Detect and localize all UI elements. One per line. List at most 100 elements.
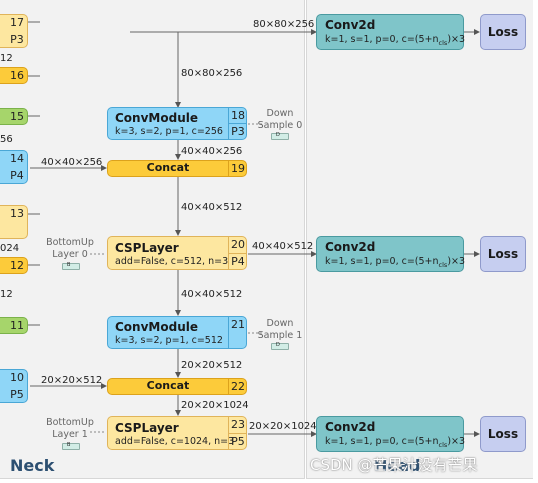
left-num-p5: P5 [10, 388, 24, 401]
head-conv2d-2-params: k=1, s=1, p=0, c=(5+ncls)×3 [325, 256, 466, 269]
left-block-14 [0, 150, 28, 184]
left-frag-12b: 12 [0, 289, 13, 300]
bottomup-layer-1-line2: Layer 1 [52, 429, 88, 440]
left-block-15 [0, 108, 28, 125]
head-conv2d-2-title: Conv2d [325, 240, 376, 254]
edge-top-head: 80×80×256 [253, 19, 315, 30]
left-frag-024: 024 [0, 243, 20, 254]
conv18-title: ConvModule [115, 111, 198, 125]
down-sample-0-badge [271, 133, 289, 140]
concat22-index: 22 [231, 380, 245, 393]
conv18-index: 18 [231, 109, 245, 122]
csp-layer-20 [107, 236, 247, 270]
csp-layer-23 [107, 416, 247, 450]
edge-top-down: 80×80×256 [181, 68, 243, 79]
conv18-params: k=3, s=2, p=1, c=256 [115, 126, 223, 137]
conv21-title: ConvModule [115, 320, 198, 334]
loss-3-label: Loss [487, 427, 519, 441]
edge-csp20-down: 40×40×512 [181, 289, 243, 300]
bottomup-layer-1-badge [62, 443, 80, 450]
left-num-15: 15 [10, 110, 24, 123]
left-block-11 [0, 317, 28, 334]
csp23-level: P5 [231, 435, 245, 448]
conv21-params: k=3, s=2, p=1, c=512 [115, 335, 223, 346]
concat-19 [107, 160, 247, 177]
csp23-params: add=False, c=1024, n=3 [115, 436, 235, 447]
csp23-mid [228, 433, 247, 434]
left-num-p3: P3 [10, 33, 24, 46]
left-num-p4: P4 [10, 169, 24, 182]
head-conv2d-1-params: k=1, s=1, p=0, c=(5+ncls)×3 [325, 34, 466, 47]
left-num-12: 12 [10, 259, 24, 272]
left-num-17: 17 [10, 16, 24, 29]
csp23-index: 23 [231, 418, 245, 431]
bottomup-layer-0-line1: BottomUp [46, 237, 94, 248]
neck-label: Neck [10, 456, 55, 475]
edge-in-concat19: 40×40×256 [41, 157, 103, 168]
conv21-index: 21 [231, 318, 245, 331]
down-sample-0-line2: Sample 0 [257, 120, 303, 131]
concat22-title: Concat [146, 379, 190, 392]
head-conv2d-1-title: Conv2d [325, 18, 376, 32]
left-block-16 [0, 67, 28, 84]
left-frag-56: 56 [0, 134, 13, 145]
edge-after-conv18: 40×40×256 [181, 146, 243, 157]
left-num-16: 16 [10, 69, 24, 82]
loss-3 [480, 416, 526, 452]
csp20-index: 20 [231, 238, 245, 251]
edge-csp23-head: 20×20×1024 [249, 421, 317, 432]
down-sample-1-line2: Sample 1 [257, 330, 303, 341]
head-conv2d-1 [316, 14, 464, 50]
conv-module-18 [107, 107, 247, 140]
csp20-level: P4 [231, 255, 245, 268]
edge-after-conv21: 20×20×512 [181, 360, 243, 371]
left-num-13: 13 [10, 207, 24, 220]
edge-csp20-head: 40×40×512 [252, 241, 314, 252]
down-sample-0-badge-text: D [276, 132, 280, 138]
csp20-params: add=False, c=512, n=3 [115, 256, 229, 267]
loss-1-label: Loss [487, 25, 519, 39]
head-conv2d-3-title: Conv2d [325, 420, 376, 434]
bottomup-layer-1-line1: BottomUp [46, 417, 94, 428]
edge-after-concat19: 40×40×512 [181, 202, 243, 213]
left-num-14: 14 [10, 152, 24, 165]
left-block-13 [0, 205, 28, 239]
csp20-mid [228, 253, 247, 254]
left-num-11: 11 [10, 319, 24, 332]
left-num-10: 10 [10, 371, 24, 384]
down-sample-0-line1: Down [266, 108, 294, 119]
csp20-title: CSPLayer [115, 241, 179, 255]
bottomup-layer-0-badge-text: B [67, 262, 71, 268]
bottomup-layer-0-line2: Layer 0 [52, 249, 88, 260]
head-conv2d-3-params: k=1, s=1, p=0, c=(5+ncls)×3 [325, 436, 466, 449]
concat19-divider [228, 160, 229, 177]
loss-2 [480, 236, 526, 272]
conv-module-21 [107, 316, 247, 349]
head-conv2d-3 [316, 416, 464, 452]
bottomup-layer-1-badge-text: B [67, 442, 71, 448]
loss-2-label: Loss [487, 247, 519, 261]
head-label: Head [374, 456, 421, 475]
edge-in-concat22: 20×20×512 [41, 375, 103, 386]
conv18-mid [228, 123, 247, 124]
edge-after-concat22: 20×20×1024 [181, 400, 249, 411]
bottomup-layer-0-badge [62, 263, 80, 270]
left-block-12 [0, 257, 28, 274]
loss-1 [480, 14, 526, 50]
concat22-divider [228, 378, 229, 395]
conv18-level: P3 [231, 125, 245, 138]
csp23-title: CSPLayer [115, 421, 179, 435]
head-conv2d-2 [316, 236, 464, 272]
left-frag-12a: 12 [0, 53, 13, 64]
left-block-10 [0, 369, 28, 403]
left-block-17 [0, 14, 28, 48]
watermark: CSDN @芒果汁没有芒果 [310, 456, 478, 474]
concat-22 [107, 378, 247, 395]
conv21-divider [228, 316, 229, 349]
down-sample-1-line1: Down [266, 318, 294, 329]
down-sample-1-badge-text: D [276, 342, 280, 348]
down-sample-1-badge [271, 343, 289, 350]
concat19-title: Concat [146, 161, 190, 174]
